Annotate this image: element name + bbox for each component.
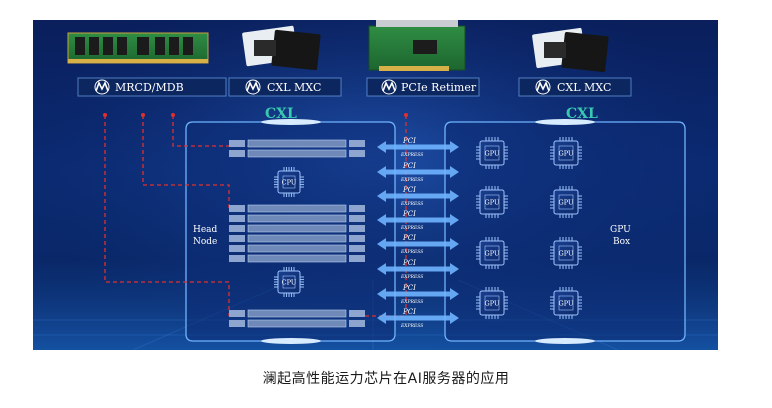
label-cxl-mxc-right: CXL MXC [557,81,611,94]
label-pcie-retimer: PCIe Retimer [401,81,477,94]
cxl-badge-right: CXL [566,106,598,122]
connection-endpoint [103,113,107,117]
ai-server-diagram: MRCD/MDB CXL MXC PCIe Retimer CXL MXC He… [33,20,718,350]
connection-endpoint [404,113,408,117]
pcie-express-text: EXPRESS [400,249,423,255]
company-logo-icon [94,79,110,95]
bidirectional-arrow-icon: PCI EXPRESS [377,308,459,329]
cxl-badge-left: CXL [265,106,297,122]
cpu-chip-icon: CPU [274,267,304,297]
gpu-chips: GPU GPU GPU GPU GPU GPU GPU GPU [476,137,582,319]
pcie-logo-text: PCI [402,162,416,170]
figure-caption: 澜起高性能运力芯片在AI服务器的应用 [262,371,510,387]
bidirectional-arrow-icon: PCI EXPRESS [377,186,459,207]
company-logo-icon [245,79,261,95]
gpu-chip-icon: GPU [476,186,508,218]
pcie-express-text: EXPRESS [400,201,423,207]
diagram-panel: MRCD/MDB CXL MXC PCIe Retimer CXL MXC He… [33,20,718,350]
dimm-slot-row [229,224,365,233]
dashed-connection-line [365,115,407,317]
chip-label: CPU [282,279,297,287]
dimm-slot-row [229,319,365,328]
gpu-chip-icon: GPU [550,287,582,319]
chip-label: CPU [282,179,297,187]
pcie-express-text: EXPRESS [400,299,423,305]
pcie-logo-text: PCI [402,210,416,218]
dashed-connection-line [104,115,230,316]
company-logo-icon [535,79,551,95]
bidirectional-arrow-icon: PCI EXPRESS [377,162,459,183]
bidirectional-arrow-icon: PCI EXPRESS [377,284,459,305]
dimm-slot-row [229,149,365,158]
gpu-chip-icon: GPU [476,237,508,269]
connection-endpoint [141,113,145,117]
gpu-chip-icon: GPU [476,137,508,169]
pcie-express-text: EXPRESS [400,323,423,329]
chip-label: GPU [559,199,574,207]
dimm-slot-row [229,254,365,263]
chip-label: GPU [485,250,500,258]
cxl-chip-card-icon [532,27,609,73]
cpu-chips: CPU CPU [274,167,304,297]
dashed-connection-line [172,115,248,147]
dimm-slot-row [229,214,365,223]
company-logo-icon [381,79,397,95]
bidirectional-arrow-icon: PCI EXPRESS [377,259,459,280]
pcie-logo-text: PCI [402,234,416,242]
chip-label: GPU [559,300,574,308]
gpu-chip-icon: GPU [476,287,508,319]
bidirectional-arrow-icon: PCI EXPRESS [377,210,459,231]
dimm-slot-row [229,309,365,318]
pcie-logo-text: PCI [402,137,416,145]
dashed-connection-line [142,115,230,210]
pcie-express-text: EXPRESS [400,152,423,158]
gpu-box-label-line1: GPU [610,225,631,235]
bidirectional-arrow-icon: PCI EXPRESS [377,137,459,158]
cpu-chip-icon: CPU [274,167,304,197]
chip-label: GPU [485,199,500,207]
label-cxl-mxc-left: CXL MXC [267,81,321,94]
pcie-retimer-card-icon [368,20,466,71]
pcie-express-text: EXPRESS [400,225,423,231]
bidirectional-arrow-icon: PCI EXPRESS [377,234,459,255]
memory-module-icon [67,32,209,64]
head-node-label-line1: Head [193,225,218,235]
label-mrcd-mdb: MRCD/MDB [115,81,184,94]
connection-endpoint [171,113,175,117]
pcie-logo-text: PCI [402,259,416,267]
pcie-links: PCI EXPRESS PCI EXPRESS PCI EXPRESS PCI EXPRESS… [377,137,459,329]
pcie-express-text: EXPRESS [400,177,423,183]
chip-label: GPU [485,150,500,158]
gpu-chip-icon: GPU [550,237,582,269]
dimm-slot-row [229,139,365,148]
gpu-box-frame [444,119,686,344]
pcie-express-text: EXPRESS [400,274,423,280]
dimm-slot-rows [229,139,365,328]
dimm-slot-row [229,204,365,213]
chip-label: GPU [559,250,574,258]
head-node-label-line2: Node [193,237,217,247]
dimm-slot-row [229,234,365,243]
gpu-chip-icon: GPU [550,186,582,218]
red-dashed-connections [103,113,408,317]
gpu-box-label-line2: Box [613,237,630,247]
chip-label: GPU [559,150,574,158]
pcie-logo-text: PCI [402,284,416,292]
dimm-slot-row [229,244,365,253]
cxl-chip-card-icon [242,25,321,71]
pcie-logo-text: PCI [402,186,416,194]
pcie-logo-text: PCI [402,308,416,316]
gpu-chip-icon: GPU [550,137,582,169]
chip-label: GPU [485,300,500,308]
